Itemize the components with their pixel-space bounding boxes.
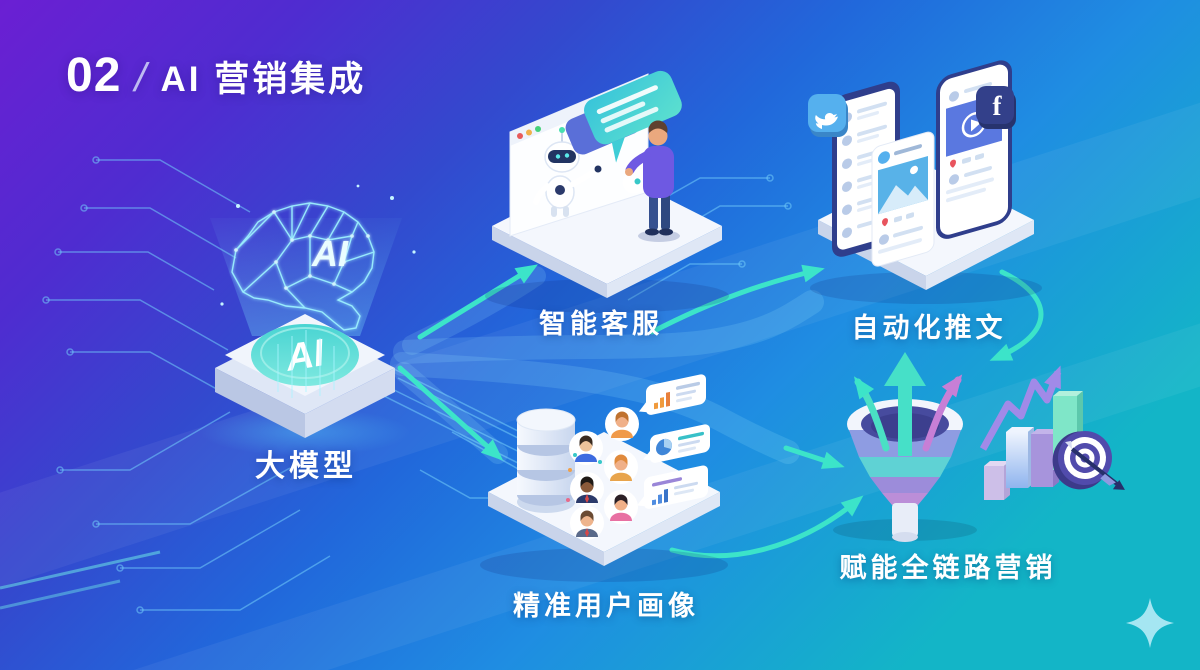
label-user-profiling: 精准用户画像	[513, 591, 699, 621]
label-full-funnel-marketing: 赋能全链路营销	[839, 553, 1057, 583]
label-customer-service: 智能客服	[539, 309, 663, 339]
arrow-to-auto-posting	[649, 264, 825, 335]
robot-icon	[533, 127, 602, 217]
title-section-number: 02	[66, 49, 122, 102]
hologram-cone	[210, 218, 402, 336]
post-card	[871, 131, 935, 267]
customer-service-illustration	[485, 70, 729, 313]
title-separator: /	[130, 56, 152, 100]
user-avatars	[566, 407, 639, 540]
funnel-out-arrows	[853, 352, 963, 456]
ai-chip: AI	[200, 314, 410, 456]
arrow-model-to-user-profiling	[397, 365, 504, 461]
chip-ai-label: AI	[282, 332, 329, 380]
arrow-profiling-to-funnel	[669, 495, 864, 559]
page-title: 02 / AI 营销集成	[66, 48, 366, 103]
facebook-icon: f	[976, 86, 1016, 129]
label-auto-posting: 自动化推文	[851, 313, 1007, 343]
insight-cards	[637, 374, 710, 509]
title-text: AI 营销集成	[160, 60, 367, 99]
arrow-auto-posting-to-funnel	[989, 269, 1044, 361]
full-funnel-illustration	[833, 352, 1125, 542]
brain-hologram-icon	[231, 202, 375, 331]
facebook-letter: f	[993, 91, 1003, 121]
ai-model-illustration: AI AI	[200, 184, 416, 456]
hologram-ai-label: AI	[311, 233, 349, 274]
auto-posting-illustration: f	[808, 60, 1042, 304]
hologram-sparkles	[220, 184, 416, 306]
database-icon	[516, 408, 576, 513]
hologram-streaks	[277, 330, 335, 398]
person-figure	[625, 120, 680, 242]
sparkle-icon	[1126, 598, 1174, 648]
target-icon	[1052, 431, 1125, 490]
arrow-band-to-funnel	[783, 445, 845, 469]
twitter-icon	[808, 94, 848, 137]
connection-arrows	[397, 264, 1044, 559]
arrow-model-to-customer-service	[417, 264, 538, 340]
user-profiling-illustration	[480, 374, 728, 582]
trend-arrow	[979, 365, 1062, 451]
label-large-model: 大模型	[255, 450, 357, 483]
